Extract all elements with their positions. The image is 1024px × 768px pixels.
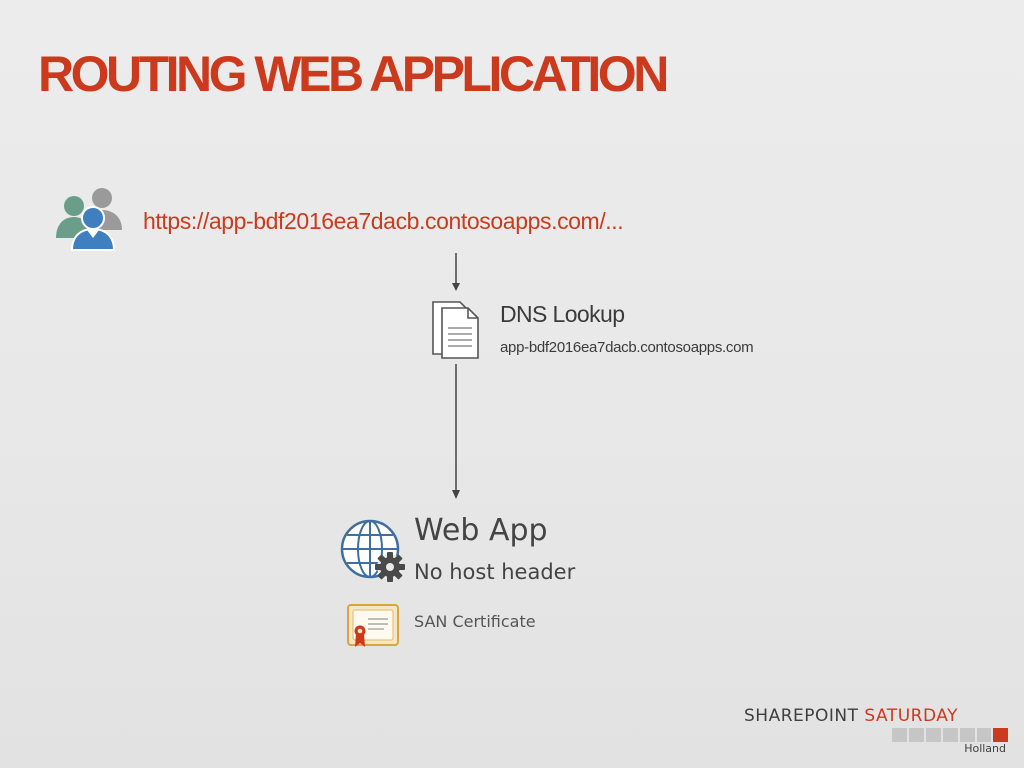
certificate-icon [347,604,399,647]
logo-region: Holland [964,742,1006,755]
web-app-title: Web App [414,513,548,548]
logo-squares-icon [892,728,1008,742]
sharepoint-saturday-logo: SHAREPOINT SATURDAY Holland [744,706,1010,758]
request-url: https://app-bdf2016ea7dacb.contosoapps.c… [143,208,624,234]
logo-word-sharepoint: SHAREPOINT [744,706,859,726]
dns-lookup-host: app-bdf2016ea7dacb.contosoapps.com [500,339,754,356]
document-icon [432,301,479,359]
dns-lookup-title: DNS Lookup [500,301,625,327]
globe-gear-icon [340,519,405,582]
users-icon [56,188,122,251]
logo-wordmark: SHAREPOINT SATURDAY [744,706,958,726]
flow-arrow-to-dns [452,253,460,291]
san-certificate-label: SAN Certificate [414,612,536,631]
slide-title: ROUTING WEB APPLICATION [38,46,669,102]
flow-arrow-to-web-app [452,364,460,499]
logo-word-saturday: SATURDAY [864,706,958,726]
web-app-subtitle: No host header [414,560,576,584]
